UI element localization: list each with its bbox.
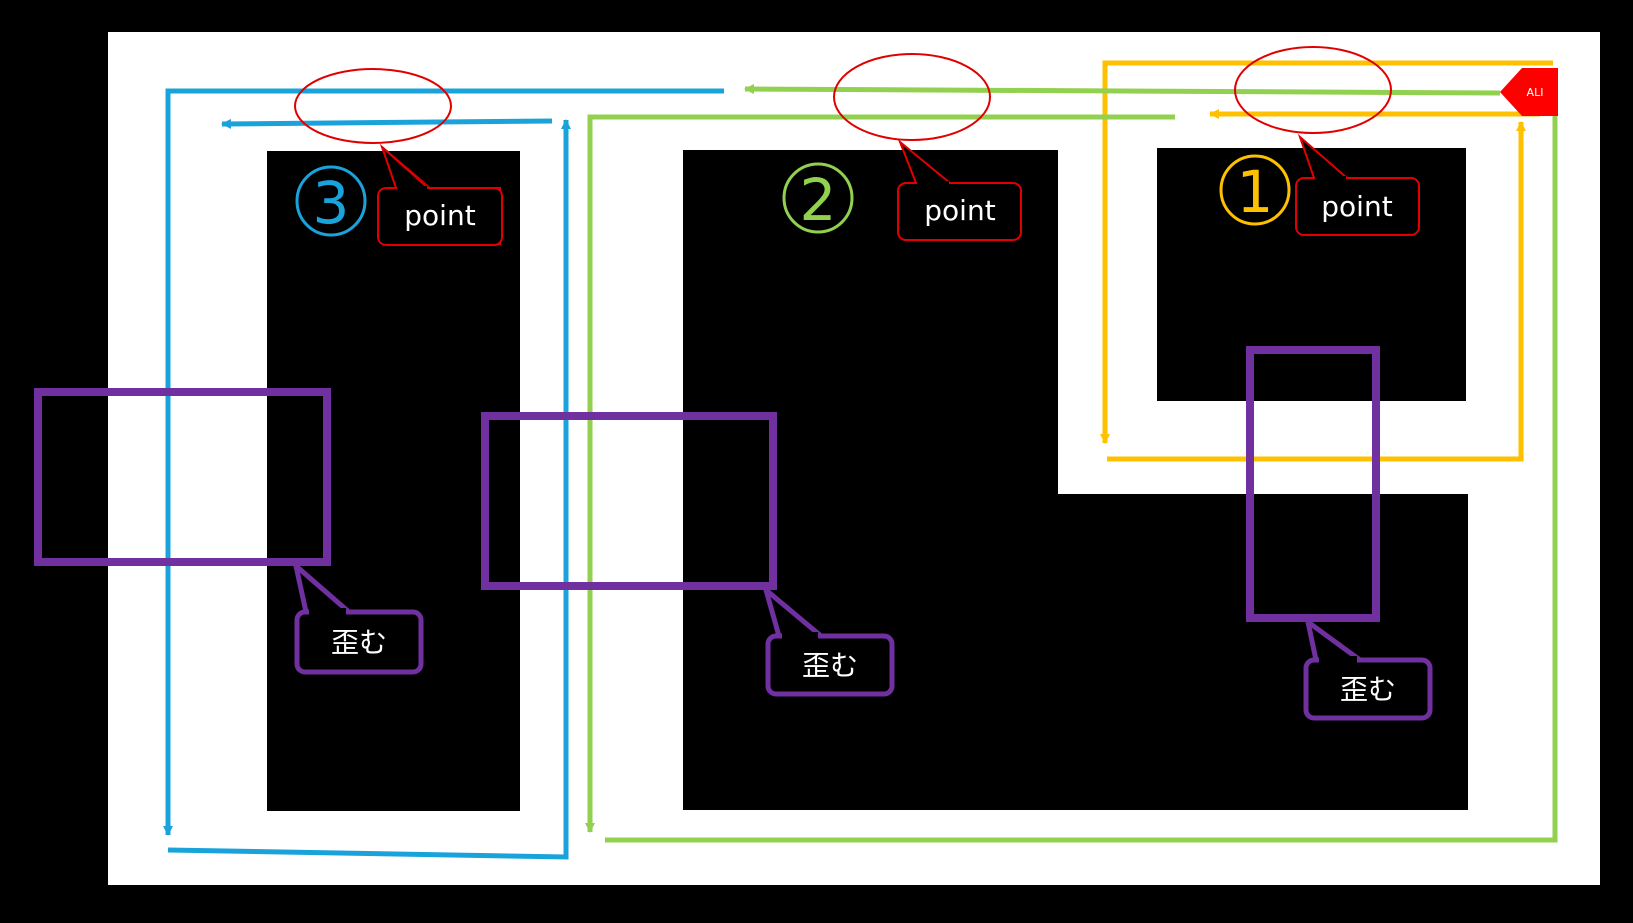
point-label-2: point (924, 194, 995, 227)
point-marker-3: point (294, 68, 503, 246)
section-number-1: 1 (1219, 154, 1291, 226)
point-label-3: point (404, 199, 475, 232)
distortion-label-1: 歪む (1340, 673, 1396, 706)
svg-text:2: 2 (800, 166, 837, 234)
svg-text:3: 3 (313, 169, 350, 237)
block-section-3 (267, 151, 520, 811)
distortion-marker-3: 歪む (34, 388, 424, 675)
ali-marker: ALI (1500, 68, 1558, 116)
distortion-marker-2: 歪む (481, 412, 895, 697)
route-3-blue (163, 88, 724, 860)
point-label-1: point (1321, 190, 1392, 223)
section-number-2: 2 (782, 162, 854, 234)
distortion-marker-1: 歪む (1246, 346, 1433, 721)
point-marker-2: point (833, 53, 1022, 241)
section-number-3: 3 (295, 165, 367, 237)
point-marker-1: point (1234, 46, 1420, 236)
distortion-label-2: 歪む (802, 649, 858, 682)
distortion-label-3: 歪む (331, 626, 387, 659)
svg-text:1: 1 (1237, 158, 1274, 226)
route-1-yellow (1100, 60, 1553, 462)
ali-label: ALI (1527, 86, 1544, 99)
